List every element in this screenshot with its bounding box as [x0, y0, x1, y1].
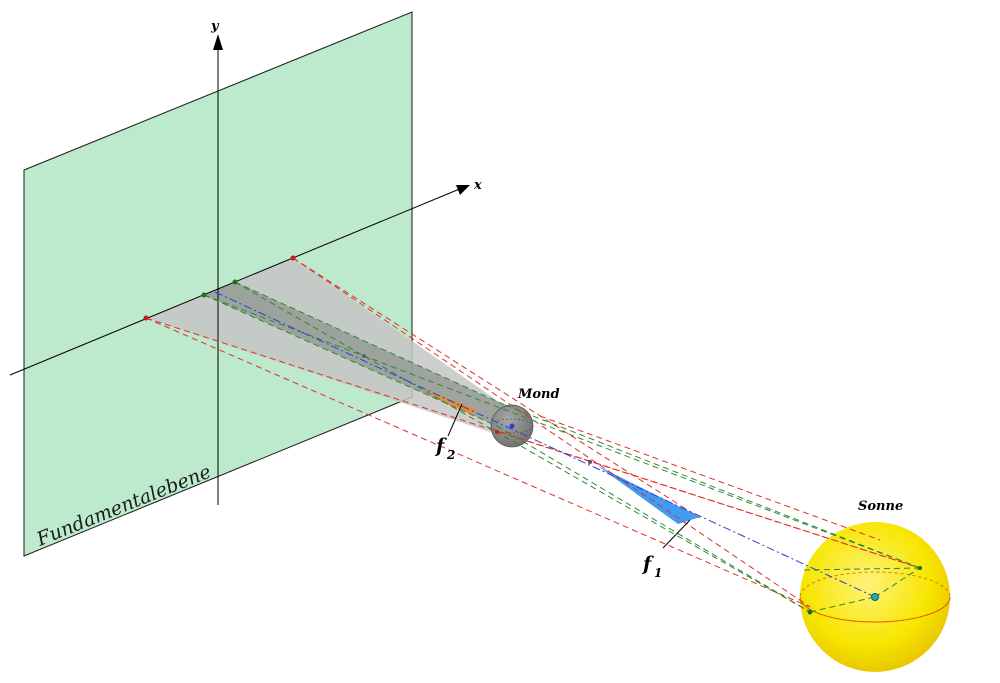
umbra-cone: [204, 282, 505, 426]
f1-label: f 1: [641, 553, 662, 580]
key-points: [143, 255, 922, 615]
x-axis-arrow: [456, 185, 470, 195]
green-tangent-lines: [203, 281, 921, 613]
f1-leader: [662, 519, 691, 549]
f1-main: f: [641, 553, 654, 575]
sun-equator-front: [799, 596, 951, 623]
red-tangent-lines: [145, 257, 921, 608]
f2-label: f 2: [434, 435, 455, 462]
f2-subscript: 2: [446, 448, 455, 462]
y-axis-arrow: [213, 34, 223, 50]
f2-region: [418, 388, 478, 414]
moon-label: Mond: [517, 387, 560, 402]
center-axis-line: [214, 291, 876, 598]
sun-label: Sonne: [858, 499, 903, 514]
f1-subscript: 1: [654, 566, 662, 580]
moon-equator: [490, 418, 534, 434]
y-axis-label: y: [210, 19, 220, 34]
x-axis-label: x: [473, 178, 482, 193]
f2-leader: [447, 403, 463, 437]
f2-main: f: [434, 435, 447, 457]
